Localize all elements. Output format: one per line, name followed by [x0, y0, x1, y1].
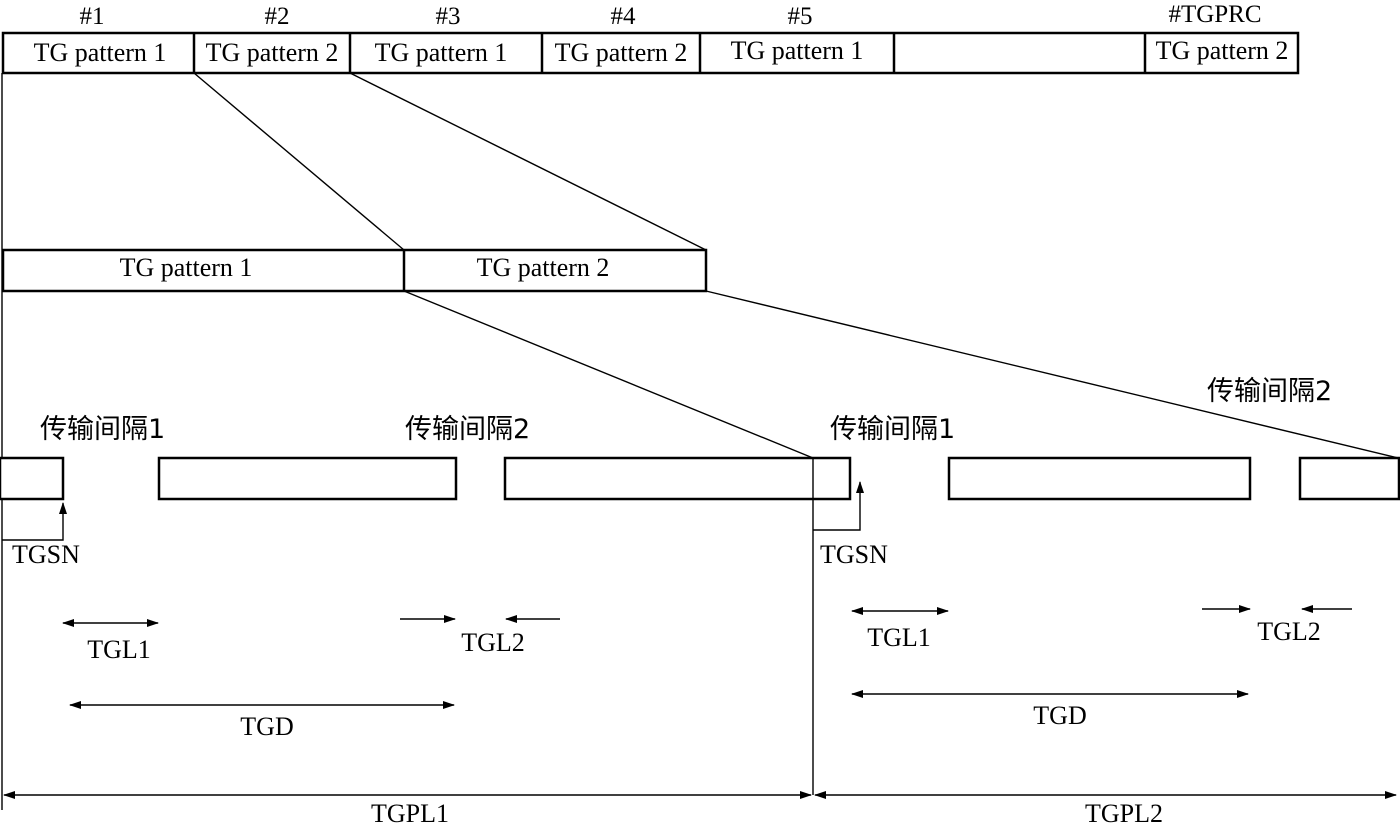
timeline: 传输间隔1 传输间隔2 传输间隔1 传输间隔2 TGSN TGSN TGL1 T… [0, 376, 1400, 828]
slot-number-2: #2 [265, 3, 290, 30]
tgpl1-label: TGPL1 [371, 799, 449, 828]
gap-2-label: 传输间隔2 [405, 414, 530, 445]
tgl1-label: TGL1 [87, 635, 151, 664]
slot-2-label: TG pattern 2 [206, 38, 339, 67]
slot-1-label: TG pattern 1 [34, 38, 167, 67]
pattern-sequence-row: #1 #2 #3 #4 #5 #TGPRC TG pattern 1 TG pa… [1, 1, 1300, 75]
tgsn-arrow-second [813, 481, 864, 531]
tgl2-label-second: TGL2 [1257, 617, 1321, 646]
expanded-pattern-1-label: TG pattern 1 [120, 253, 253, 282]
slot-3-label: TG pattern 1 [375, 38, 508, 67]
transmission-block [0, 456, 65, 501]
gap-1-label: 传输间隔1 [40, 414, 165, 445]
zoom-line [193, 72, 405, 251]
slot-4-label: TG pattern 2 [555, 38, 688, 67]
tgl1-label-second: TGL1 [867, 623, 931, 652]
expanded-pattern-2-label: TG pattern 2 [477, 253, 610, 282]
expanded-pattern-row: TG pattern 1 TG pattern 2 [1, 248, 708, 293]
gap-2-label-second: 传输间隔2 [1207, 376, 1332, 407]
transmission-block [947, 456, 1252, 501]
zoom-line [349, 72, 707, 251]
slot-number-4: #4 [611, 3, 637, 30]
zoom-line [403, 290, 814, 459]
zoom-line [705, 290, 1399, 459]
tgpl2-label: TGPL2 [1085, 799, 1163, 828]
slot-number-tgprc: #TGPRC [1168, 1, 1261, 28]
slot-number-3: #3 [436, 3, 461, 30]
tgd-label: TGD [240, 712, 293, 741]
slot-number-5: #5 [788, 3, 813, 30]
transmission-block [157, 456, 458, 501]
tgsn-label-second: TGSN [820, 540, 888, 569]
gap-1-label-second: 传输间隔1 [830, 414, 955, 445]
slot-5-label: TG pattern 1 [731, 36, 864, 65]
sequence-outer-frame [1, 31, 1300, 75]
tgl2-label: TGL2 [461, 628, 525, 657]
slot-tgprc-label: TG pattern 2 [1156, 36, 1289, 65]
tgsn-arrow [2, 502, 67, 541]
tgsn-label: TGSN [12, 540, 80, 569]
tgd-label-second: TGD [1033, 701, 1086, 730]
transmission-block [1298, 456, 1400, 501]
expanded-outer-frame [1, 248, 708, 293]
transmission-block [503, 456, 852, 501]
slot-number-1: #1 [80, 3, 105, 30]
